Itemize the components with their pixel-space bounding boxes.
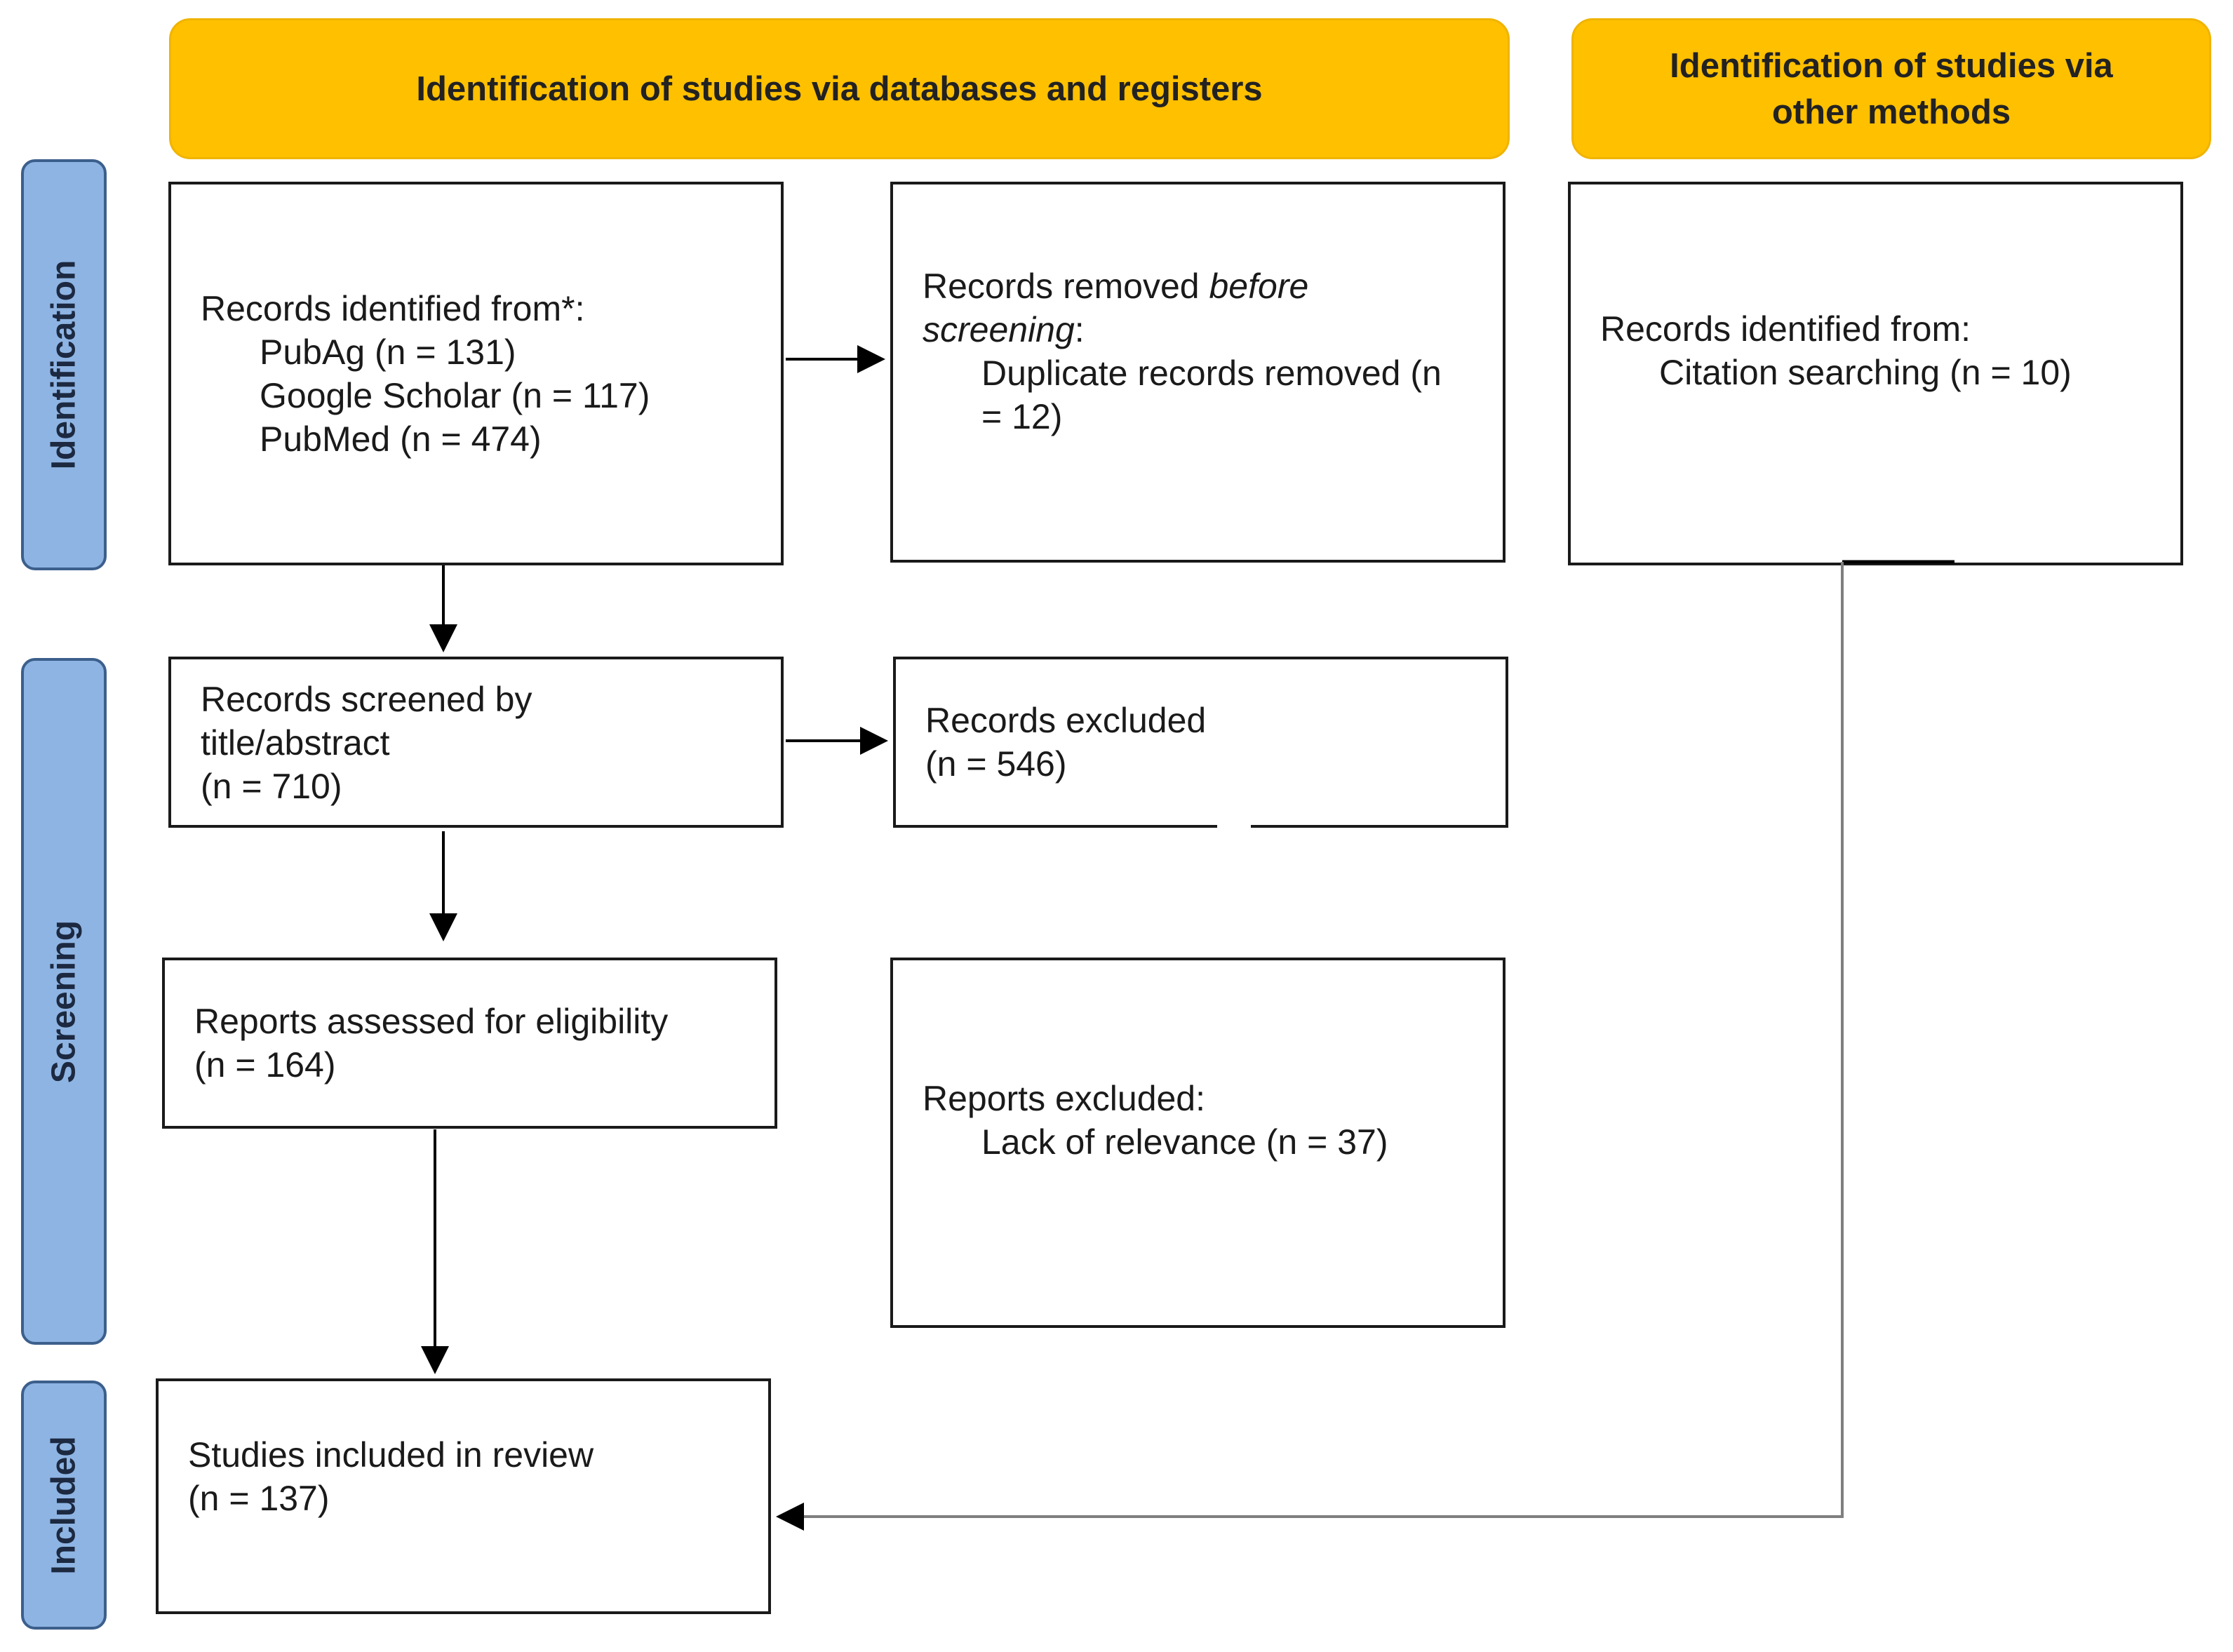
phase-screening: Screening	[21, 658, 107, 1345]
header-databases-text: Identification of studies via databases …	[416, 69, 1263, 108]
box-other-records: Records identified from: Citation search…	[1568, 182, 2183, 565]
reports-assessed-text: Reports assessed for eligibility (n = 16…	[194, 1000, 668, 1087]
duplicates-removed-line2: = 12)	[981, 397, 1063, 436]
box-records-removed: Records removed before screening: Duplic…	[890, 182, 1506, 563]
records-removed-colon: :	[1074, 310, 1085, 349]
box-records-identified: Records identified from*: PubAg (n = 131…	[168, 182, 784, 565]
records-removed-prefix: Records removed	[923, 267, 1209, 306]
header-databases: Identification of studies via databases …	[169, 18, 1510, 159]
records-removed-italic-screening: screening	[923, 310, 1075, 349]
arrow-other-to-included	[776, 562, 1844, 1531]
lack-of-relevance: Lack of relevance (n = 37)	[981, 1122, 1388, 1162]
studies-included-line1: Studies included in review	[188, 1435, 594, 1475]
records-screened-count: (n = 710)	[201, 767, 342, 806]
box-studies-included: Studies included in review (n = 137)	[156, 1378, 771, 1614]
records-removed-text: Records removed before screening: Duplic…	[923, 264, 1442, 438]
phase-included: Included	[21, 1381, 107, 1630]
reports-excluded-title: Reports excluded:	[923, 1079, 1206, 1118]
box-reports-assessed: Reports assessed for eligibility (n = 16…	[162, 958, 777, 1129]
other-records-text: Records identified from: Citation search…	[1600, 307, 2072, 394]
records-screened-line2: title/abstract	[201, 723, 390, 763]
records-excluded-line1: Records excluded	[925, 701, 1207, 740]
records-removed-title-line1: Records removed before	[923, 264, 1442, 308]
studies-included-text: Studies included in review (n = 137)	[188, 1433, 594, 1520]
other-records-title: Records identified from:	[1600, 309, 1971, 349]
records-removed-title-line2: screening:	[923, 308, 1442, 351]
source-google-scholar: Google Scholar (n = 117)	[260, 376, 650, 415]
records-identified-text: Records identified from*: PubAg (n = 131…	[201, 287, 650, 461]
box-records-screened: Records screened by title/abstract (n = …	[168, 657, 784, 828]
box-records-excluded: Records excluded (n = 546)	[893, 657, 1508, 829]
box-reports-excluded: Reports excluded: Lack of relevance (n =…	[890, 958, 1506, 1328]
records-removed-italic-before: before	[1209, 267, 1309, 306]
header-other-line1: Identification of studies via	[1670, 46, 2113, 85]
records-identified-title: Records identified from*:	[201, 289, 585, 328]
source-pubmed: PubMed (n = 474)	[260, 419, 542, 459]
studies-included-count: (n = 137)	[188, 1479, 330, 1518]
records-excluded-text: Records excluded (n = 546)	[925, 699, 1206, 786]
duplicates-removed-line1: Duplicate records removed (n	[981, 354, 1442, 393]
header-other-line2: other methods	[1771, 93, 2011, 131]
source-pubag: PubAg (n = 131)	[260, 333, 516, 372]
records-screened-line1: Records screened by	[201, 680, 532, 719]
records-screened-text: Records screened by title/abstract (n = …	[201, 678, 532, 808]
records-excluded-count: (n = 546)	[925, 744, 1067, 784]
reports-excluded-text: Reports excluded: Lack of relevance (n =…	[923, 1077, 1388, 1164]
header-other-methods: Identification of studies via other meth…	[1571, 18, 2211, 159]
phase-identification: Identification	[21, 159, 107, 570]
reports-assessed-count: (n = 164)	[194, 1045, 336, 1084]
citation-searching: Citation searching (n = 10)	[1659, 353, 2072, 392]
records-excluded-border-gap	[1217, 822, 1251, 829]
reports-assessed-line1: Reports assessed for eligibility	[194, 1002, 669, 1041]
